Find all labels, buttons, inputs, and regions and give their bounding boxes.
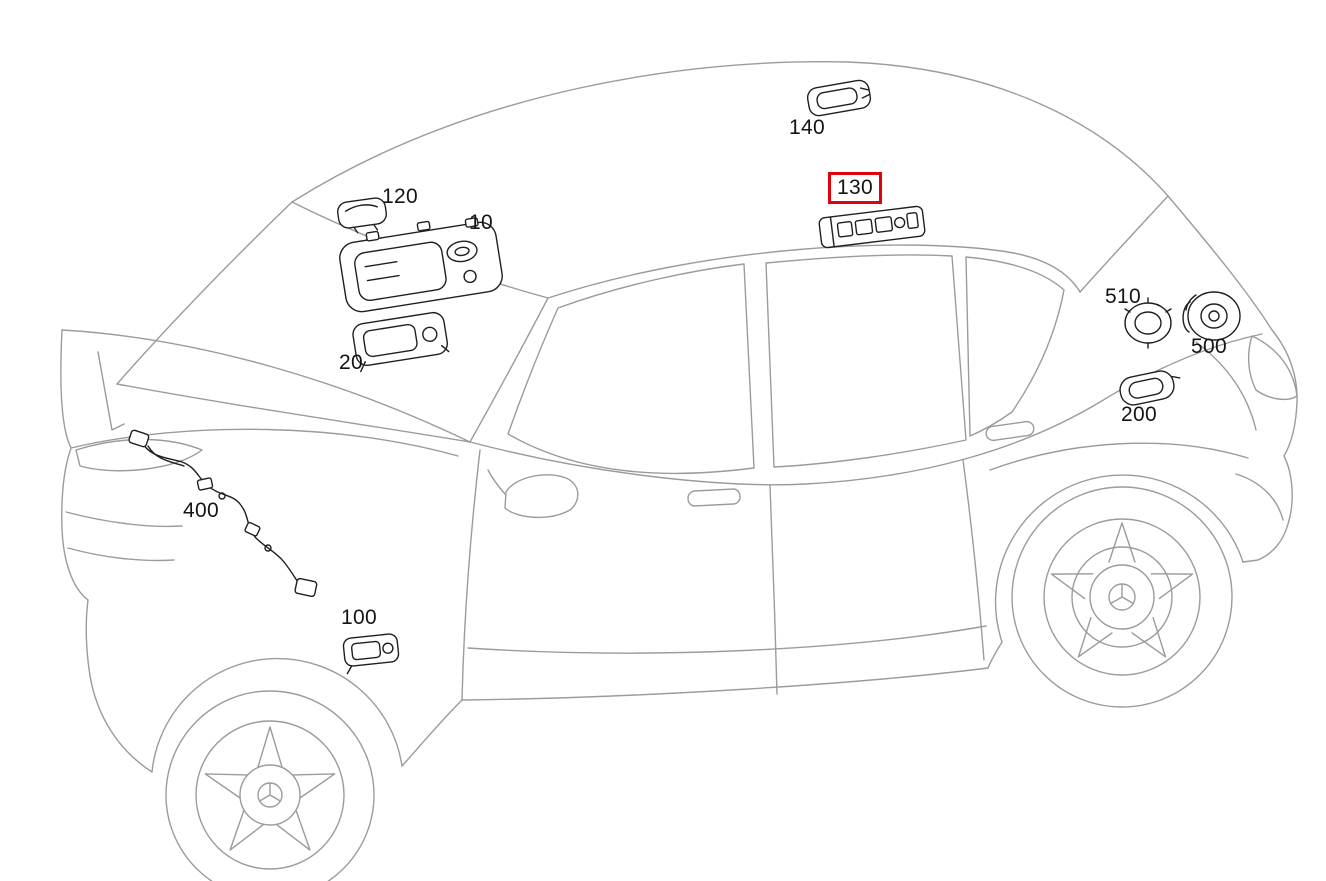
part-10-drawing	[339, 217, 503, 313]
part-200-drawing	[1119, 370, 1181, 406]
part-label-100[interactable]: 100	[341, 606, 377, 629]
part-label-140[interactable]: 140	[789, 116, 825, 139]
part-510-drawing	[1124, 297, 1172, 349]
part-100-drawing	[342, 633, 400, 675]
rear-wheel	[1011, 486, 1233, 708]
mercedes-star-icon	[257, 782, 283, 808]
part-label-120[interactable]: 120	[382, 185, 418, 208]
rear-door-handle	[985, 420, 1035, 442]
part-label-20[interactable]: 20	[339, 351, 363, 374]
part-label-200[interactable]: 200	[1121, 403, 1157, 426]
car-line-art	[60, 60, 1298, 881]
front-wheel	[165, 690, 375, 881]
part-label-510[interactable]: 510	[1105, 285, 1141, 308]
part-label-10[interactable]: 10	[469, 211, 493, 234]
side-mirror	[487, 469, 579, 519]
part-label-500[interactable]: 500	[1191, 335, 1227, 358]
part-120-drawing	[337, 197, 387, 234]
part-components	[128, 79, 1241, 675]
part-20-drawing	[352, 311, 450, 373]
part-label-400[interactable]: 400	[183, 499, 219, 522]
part-label-130-selected[interactable]: 130	[828, 172, 882, 205]
front-door-handle	[687, 488, 741, 507]
part-500-drawing	[1182, 291, 1241, 341]
part-400-drawing	[128, 429, 318, 598]
mercedes-star-icon	[1108, 583, 1136, 611]
part-140-drawing	[806, 79, 872, 117]
part-130-drawing	[818, 205, 926, 249]
